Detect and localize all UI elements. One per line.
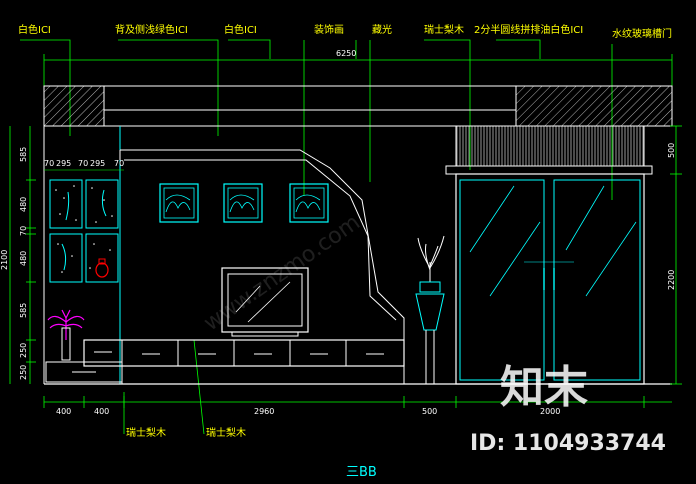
- ceiling-hatch-left: [44, 86, 104, 126]
- tv-console: [83, 339, 405, 384]
- top-label-4: 装饰画: [314, 23, 344, 36]
- shelf-dim-5: 70: [114, 159, 124, 168]
- leader-line-11: [193, 339, 205, 435]
- ceiling-structure: [43, 85, 673, 127]
- leader-line-8: [496, 39, 541, 59]
- top-label-3: 白色ICI: [224, 23, 257, 36]
- top-labels: 白色ICI 背及侧浅绿色ICI 白色ICI 装饰画 藏光 瑞士梨木 2分半圆线拼…: [18, 23, 672, 40]
- slat-panel: [455, 125, 645, 167]
- rdim-2: 2200: [667, 270, 676, 290]
- niche-top-right: [85, 179, 119, 229]
- bdim-2: 400: [94, 407, 109, 416]
- shelf-dim-1: 70: [44, 159, 54, 168]
- vase-icon: [95, 258, 109, 278]
- vdim-3: 70: [19, 226, 28, 236]
- vdim-2: 480: [19, 197, 28, 212]
- bottom-label-2: 瑞士梨木: [206, 426, 246, 439]
- bdim-4: 500: [422, 407, 437, 416]
- ceiling-hatch-right: [516, 86, 672, 126]
- left-dimensions: 585 480 70 480 585 250 250 2100: [0, 126, 36, 384]
- shelf-dim-4: 295: [90, 159, 105, 168]
- decorative-painting-2: [223, 183, 263, 223]
- watermark-id: ID: 1104933744: [470, 431, 666, 456]
- rdim-1: 500: [667, 143, 676, 158]
- plant-icon: [47, 309, 85, 340]
- overall-dimension: 6250: [43, 49, 673, 86]
- niche-top-left: [49, 179, 83, 229]
- bdim-3: 2960: [254, 407, 274, 416]
- drawing-title: 三BB: [346, 465, 377, 480]
- bdim-5: 2000: [540, 407, 560, 416]
- vdim-total: 2100: [0, 250, 9, 270]
- vdim-5: 585: [19, 303, 28, 318]
- vdim-4: 480: [19, 251, 28, 266]
- decorative-painting-3: [289, 183, 329, 223]
- leader-line-3: [228, 39, 271, 59]
- top-label-7: 2分半圆线拼排油白色ICI: [474, 23, 583, 36]
- overall-width-text: 6250: [336, 49, 356, 58]
- pedestal-plant-icon: [415, 235, 445, 384]
- top-label-2: 背及侧浅绿色ICI: [115, 23, 188, 36]
- shelf-dimension-texts: 70 295 70 295 70: [44, 159, 124, 168]
- niche-bottom-right: [85, 233, 119, 283]
- top-label-1: 白色ICI: [18, 23, 51, 36]
- vdim-1: 585: [19, 147, 28, 162]
- watermark-site: www.znzmo.com: [199, 210, 364, 336]
- top-label-8: 水纹玻璃槽门: [612, 27, 672, 40]
- leader-line-2: [118, 39, 219, 136]
- plant-stand: [61, 327, 71, 361]
- shelf-dim-3: 70: [78, 159, 88, 168]
- bottom-labels: 瑞士梨木 瑞士梨木: [126, 426, 246, 439]
- right-dimensions: 500 2200: [667, 125, 682, 385]
- right-cabinet: [445, 125, 653, 385]
- bdim-1: 400: [56, 407, 71, 416]
- glass-door-left: [459, 179, 545, 381]
- center-wall: [83, 149, 445, 384]
- shelf-dim-2: 295: [56, 159, 71, 168]
- vdim-6: 250: [19, 343, 28, 358]
- watermark-brand: 知末: [500, 362, 588, 413]
- bottom-dimensions: 400 400 2960 500 2000: [43, 396, 672, 416]
- top-label-5: 藏光: [372, 23, 392, 36]
- bottom-label-1: 瑞士梨木: [126, 426, 166, 439]
- vdim-7: 250: [19, 365, 28, 380]
- top-label-6: 瑞士梨木: [424, 23, 464, 36]
- television-icon: [221, 267, 309, 337]
- decorative-painting-1: [159, 183, 199, 223]
- niche-bottom-left: [49, 233, 83, 283]
